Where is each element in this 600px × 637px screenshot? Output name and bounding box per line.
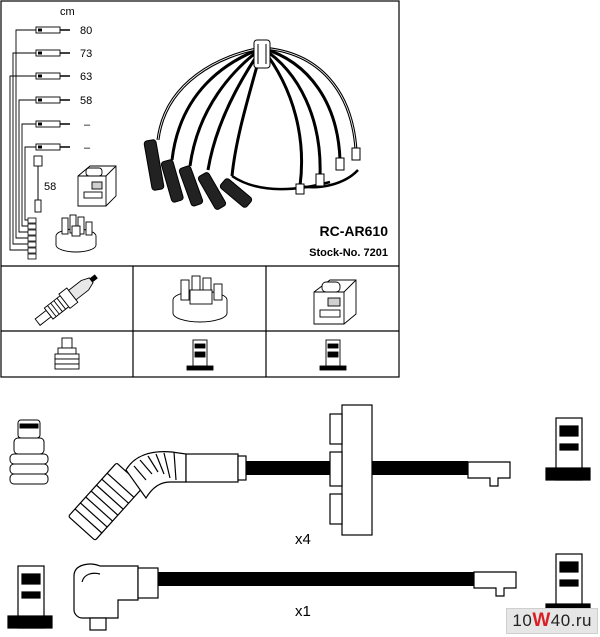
lead-row-2: 73 bbox=[35, 48, 92, 60]
coil-terminal-large bbox=[545, 553, 591, 617]
site-watermark: 10W40.ru bbox=[506, 608, 598, 634]
length-bracket-lines bbox=[9, 29, 36, 251]
watermark-accent: W bbox=[532, 610, 551, 631]
unit-label: cm bbox=[60, 6, 75, 18]
watermark-part: 10 bbox=[512, 611, 533, 630]
ignition-coil-small bbox=[77, 165, 117, 207]
wire-harness bbox=[156, 46, 359, 191]
length-label: – bbox=[84, 119, 91, 131]
distributor-cap-small bbox=[55, 214, 97, 253]
length-label: 63 bbox=[80, 71, 92, 83]
coil-lead: 58 bbox=[33, 155, 56, 213]
lead-row-4: 58 bbox=[35, 95, 92, 107]
terminal-stack bbox=[27, 217, 37, 260]
model-number: RC-AR610 bbox=[320, 223, 389, 239]
plug-boot-straight bbox=[68, 451, 247, 541]
stock-number: Stock-No. 7201 bbox=[309, 247, 388, 259]
spark-plug-icon bbox=[34, 274, 98, 326]
lead-row-1: 80 bbox=[35, 25, 92, 37]
spark-plug-boots bbox=[143, 139, 253, 210]
length-label: 80 bbox=[80, 25, 92, 37]
lead-length-list: cm 80 73 63 bbox=[9, 6, 92, 260]
plug-terminal-large bbox=[9, 419, 49, 485]
top-frame bbox=[0, 0, 400, 378]
plug-terminal-icon bbox=[54, 337, 80, 370]
coil-terminal-icon bbox=[319, 339, 347, 371]
multiplier-label: x4 bbox=[295, 531, 311, 548]
lead-row-5: – bbox=[35, 119, 91, 131]
coil-lead-length: 58 bbox=[44, 181, 56, 193]
cap-terminal-icon bbox=[186, 339, 214, 371]
wire-end-terminals bbox=[295, 147, 361, 195]
lead-row-3: 63 bbox=[35, 71, 92, 83]
length-label: 58 bbox=[80, 95, 92, 107]
multiplier-label: x1 bbox=[295, 603, 311, 620]
wire-clip bbox=[253, 39, 271, 69]
ignition-coil-icon bbox=[313, 279, 357, 325]
length-label: – bbox=[84, 142, 91, 154]
lead-end-connector bbox=[467, 461, 511, 487]
watermark-part: 40.ru bbox=[550, 611, 592, 630]
coil-boot-angled bbox=[73, 563, 159, 631]
lead-wire bbox=[158, 572, 474, 586]
cap-terminal-large bbox=[7, 565, 53, 629]
length-label: 73 bbox=[80, 48, 92, 60]
assembly-coil-lead: x1 bbox=[7, 553, 591, 631]
coil-terminal-large bbox=[545, 417, 591, 481]
lead-end-connector bbox=[473, 571, 517, 597]
assembly-plug-lead: x4 bbox=[9, 404, 591, 548]
lead-row-6: – bbox=[35, 142, 91, 154]
wire-holder bbox=[329, 404, 373, 536]
distributor-cap-icon bbox=[172, 275, 228, 323]
